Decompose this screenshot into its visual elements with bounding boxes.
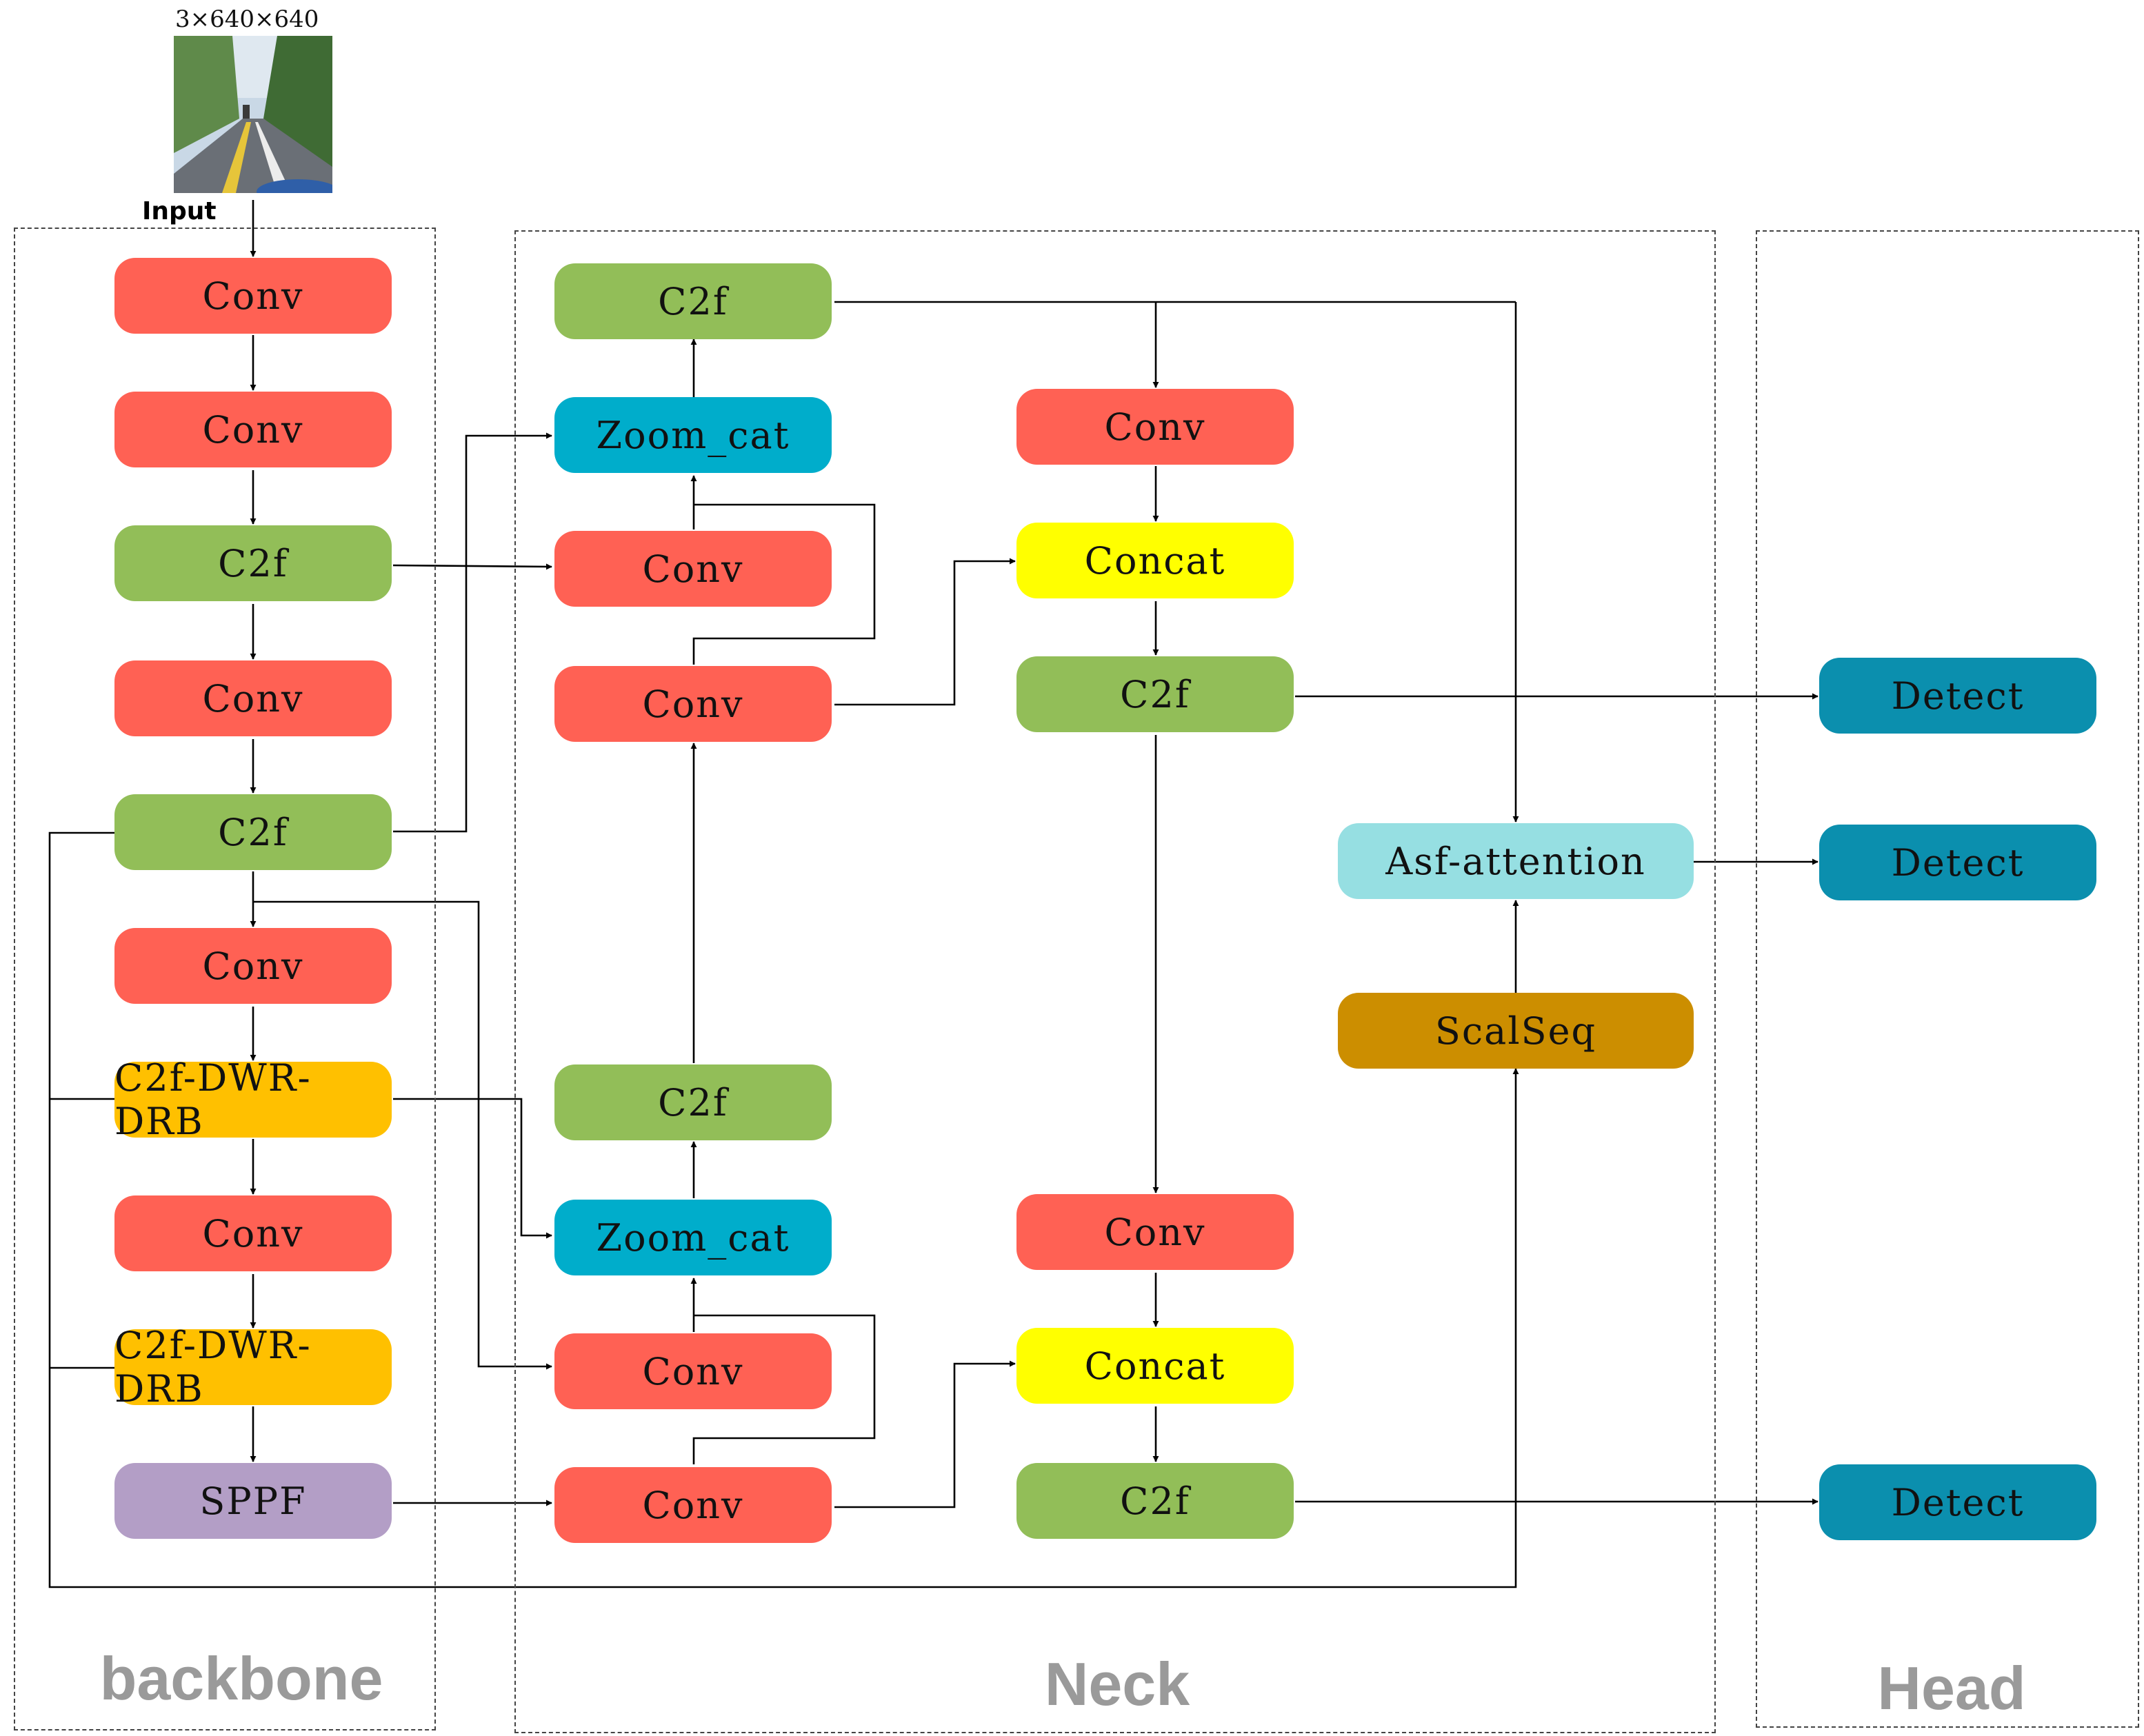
- neck-scalseq: ScalSeq: [1338, 993, 1694, 1069]
- backbone-conv-2: Conv: [114, 392, 392, 467]
- backbone-conv-3: Conv: [114, 660, 392, 736]
- backbone-sppf: SPPF: [114, 1463, 392, 1539]
- head-detect-3: Detect: [1819, 1464, 2096, 1540]
- neck-asf-attention: Asf-attention: [1338, 823, 1694, 899]
- backbone-label: backbone: [99, 1644, 383, 1713]
- backbone-c2f-dwr-drb-2: C2f-DWR-DRB: [114, 1324, 392, 1411]
- neck-conv-d: Conv: [554, 1467, 832, 1543]
- head-section: [1756, 230, 2139, 1728]
- neck-zoomcat-bottom: Zoom_cat: [554, 1200, 832, 1275]
- edge-conv-branch-lower: [692, 1314, 876, 1464]
- neck-concat-bottom: Concat: [1016, 1328, 1294, 1404]
- neck-section: [514, 230, 1716, 1733]
- edge-conv-branch-upper: [692, 503, 876, 665]
- backbone-c2f-1: C2f: [114, 525, 392, 601]
- edge-dwr-to-zoomcat2: [393, 1098, 552, 1239]
- edge-conv-to-concat-top: [834, 558, 1016, 706]
- backbone-section: [14, 228, 436, 1730]
- head-label: Head: [1877, 1654, 2026, 1722]
- neck-c2f-top: C2f: [554, 263, 832, 339]
- backbone-conv-1: Conv: [114, 258, 392, 334]
- head-detect-1: Detect: [1819, 658, 2096, 734]
- backbone-c2f-dwr-drb-1: C2f-DWR-DRB: [114, 1056, 392, 1143]
- neck-zoomcat-top: Zoom_cat: [554, 397, 832, 473]
- neck-c2f-upper-right: C2f: [1016, 656, 1294, 732]
- neck-conv-c: Conv: [554, 1333, 832, 1409]
- input-label: Input: [142, 197, 217, 225]
- edge-c2f-p3-to-conv: [392, 563, 552, 570]
- neck-conv-f: Conv: [1016, 1194, 1294, 1270]
- head-detect-2: Detect: [1819, 825, 2096, 900]
- input-size-label: 3×640×640: [175, 6, 319, 33]
- backbone-conv-5: Conv: [114, 1195, 392, 1271]
- input-image: [174, 36, 332, 193]
- neck-concat-top: Concat: [1016, 523, 1294, 598]
- neck-label: Neck: [1044, 1650, 1190, 1718]
- neck-c2f-lower-right: C2f: [1016, 1463, 1294, 1539]
- neck-conv-a: Conv: [554, 531, 832, 607]
- neck-conv-e: Conv: [1016, 389, 1294, 465]
- edge-bus-to-scalseq: [48, 831, 1519, 1588]
- backbone-conv-4: Conv: [114, 928, 392, 1004]
- neck-conv-b: Conv: [554, 666, 832, 742]
- edge-c2f-p4-to-zoomcat: [393, 432, 552, 833]
- edge-conv-to-concat-bottom: [834, 1360, 1016, 1508]
- neck-c2f-mid: C2f: [554, 1064, 832, 1140]
- backbone-c2f-2: C2f: [114, 794, 392, 870]
